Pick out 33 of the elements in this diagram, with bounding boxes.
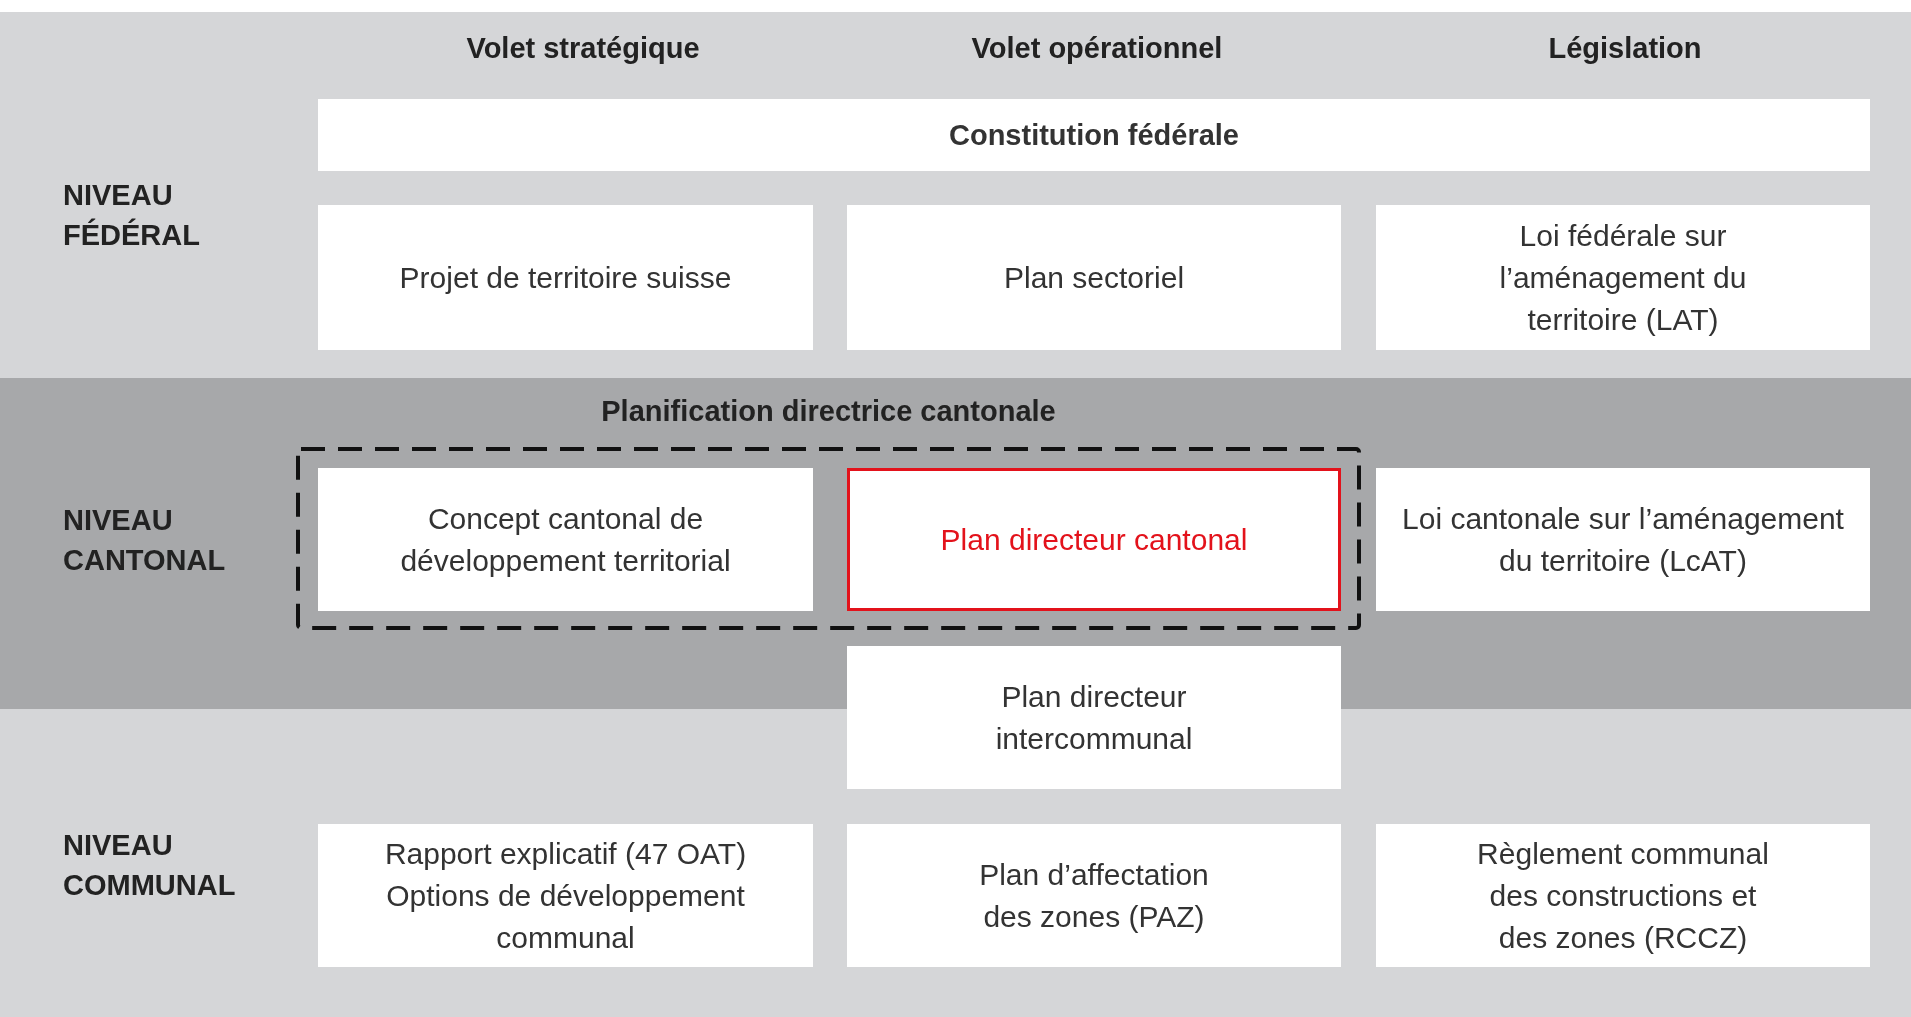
level-band [0, 378, 1911, 709]
highlighted-box [847, 468, 1341, 611]
box-text: Concept cantonal de développement territorial [399, 500, 732, 579]
plan-box [1376, 824, 1870, 967]
plan-box [1376, 205, 1870, 350]
box-text: Plan sectoriel [1003, 259, 1185, 296]
column-header: Législation [1548, 32, 1702, 65]
plan-box [318, 468, 813, 611]
box-text: Règlement communal des constructions et des zones (RCCZ) [1476, 835, 1770, 956]
plan-box [847, 824, 1341, 967]
plan-box [318, 205, 813, 350]
level-band [0, 12, 1911, 378]
box-text: Plan directeur cantonal [940, 521, 1248, 558]
plan-box [318, 99, 1870, 171]
column-header: Volet stratégique [466, 32, 700, 65]
box-text: Options de développement communal [385, 877, 746, 956]
column-header: Volet opérationnel [971, 32, 1223, 65]
level-label: NIVEAU FÉDÉRAL [63, 178, 201, 253]
box-text: Loi cantonale sur l’aménagement du territoire (LcAT) [1401, 500, 1845, 579]
plan-box [847, 205, 1341, 350]
box-text: Rapport explicatif (47 OAT) [384, 835, 747, 872]
box-text: Loi fédérale sur l’aménagement du territoire (LAT) [1498, 217, 1748, 338]
plan-box [847, 646, 1341, 789]
level-label: NIVEAU CANTONAL [63, 503, 227, 578]
level-band [0, 709, 1911, 1017]
box-title: Constitution fédérale [949, 118, 1239, 153]
plan-box [318, 824, 813, 967]
level-label: NIVEAU COMMUNAL [63, 828, 237, 903]
box-text: Plan d’affectation des zones (PAZ) [978, 856, 1210, 935]
box-text: Plan directeur intercommunal [994, 678, 1194, 757]
group-heading: Planification directrice cantonale [600, 395, 1057, 428]
plan-box [1376, 468, 1870, 611]
box-text: Projet de territoire suisse [399, 259, 732, 296]
